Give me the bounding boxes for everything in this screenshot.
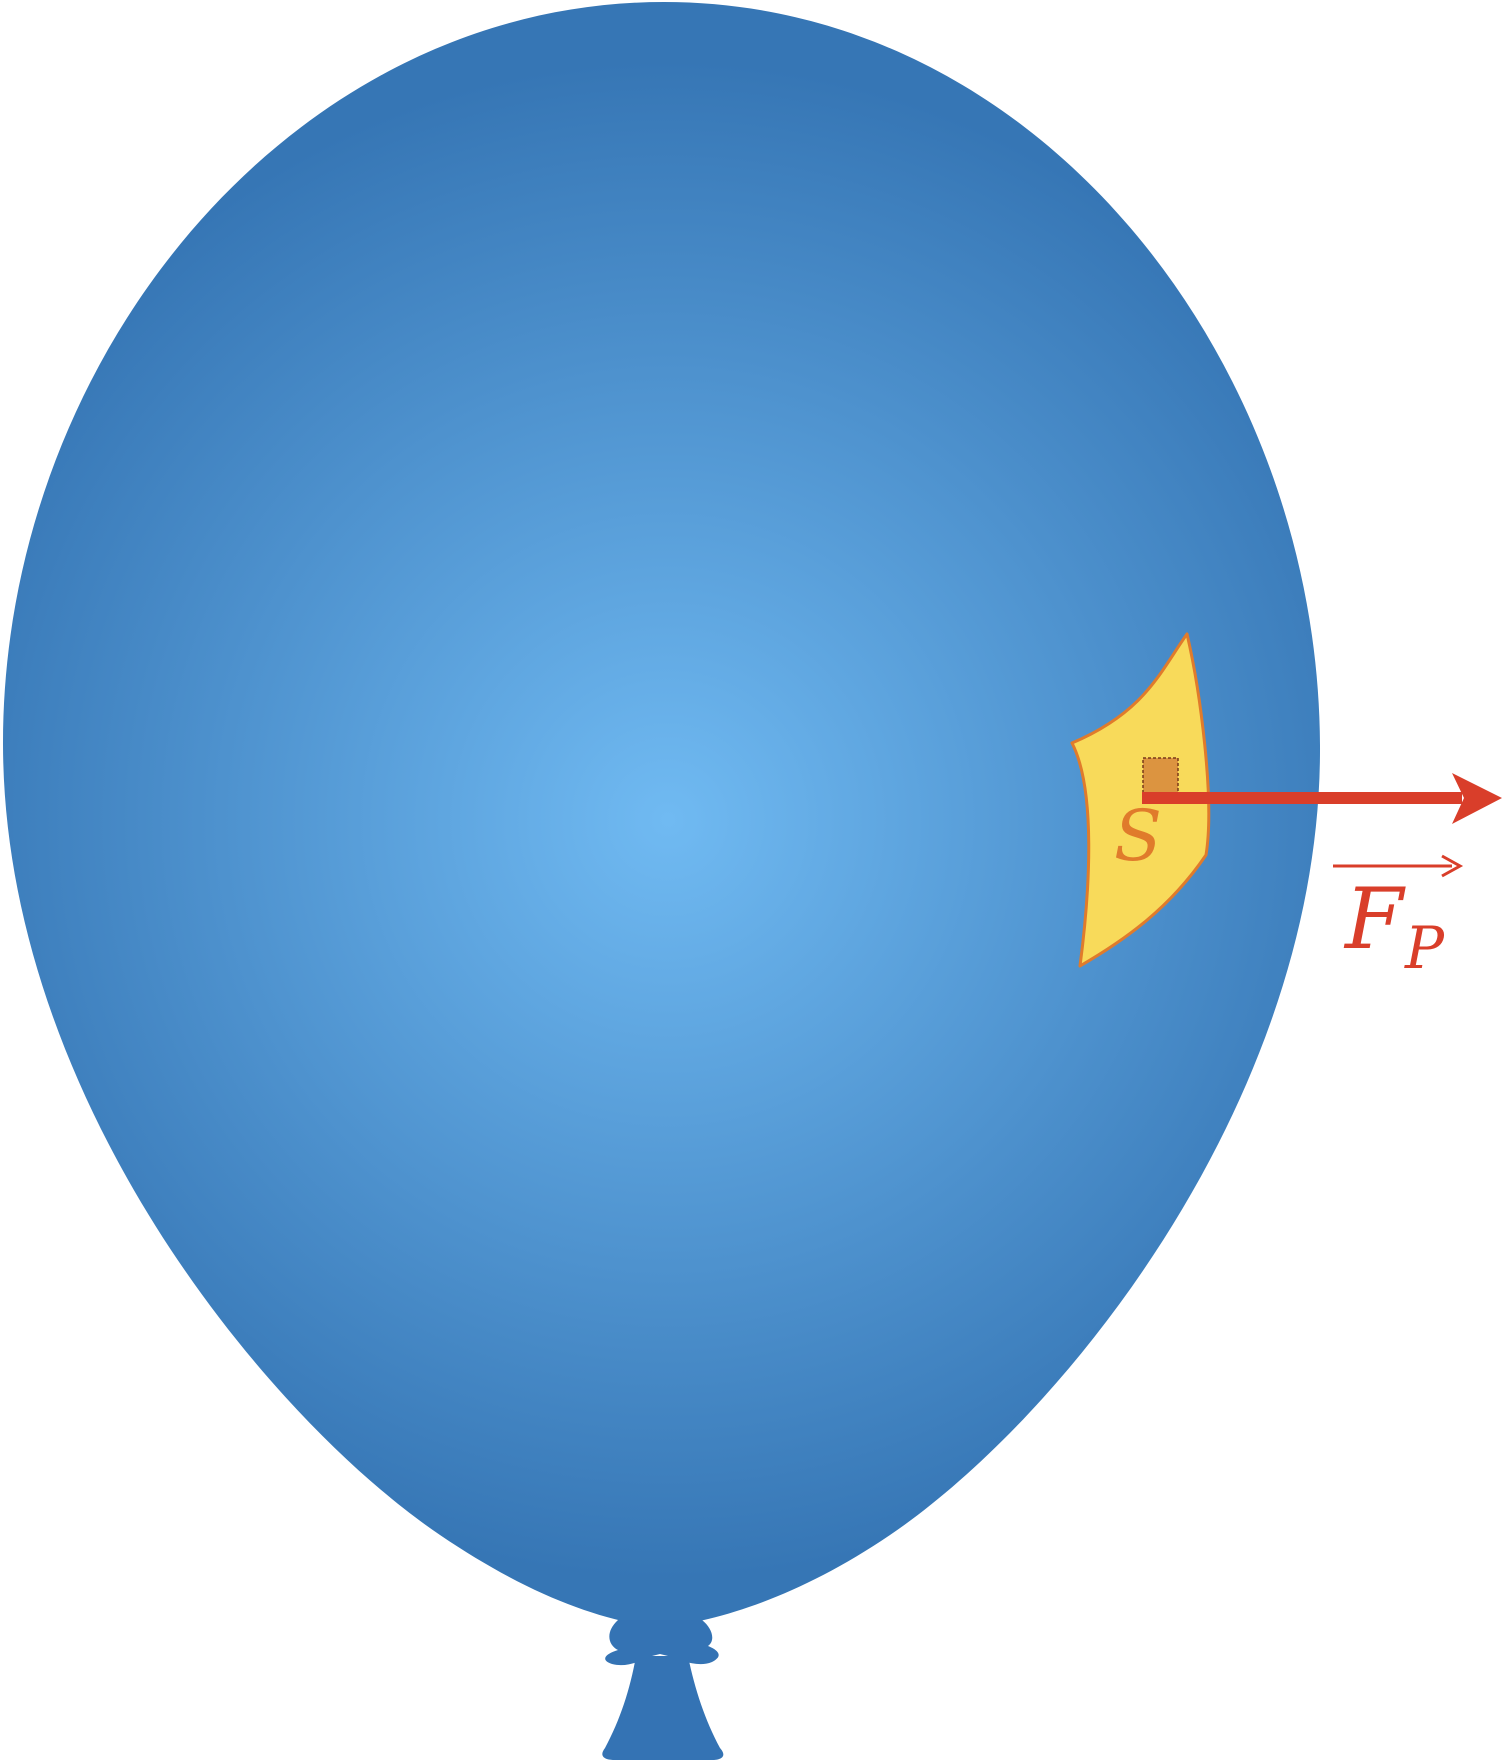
balloon-neck xyxy=(602,1656,724,1760)
force-arrow-head xyxy=(1452,773,1502,824)
balloon-body xyxy=(2,2,1321,1628)
vector-bar-head-icon xyxy=(1441,854,1464,878)
force-label: F xyxy=(1343,870,1406,968)
surface-patch xyxy=(1070,632,1211,968)
force-subscript: P xyxy=(1404,914,1445,982)
balloon-knot xyxy=(605,1620,719,1666)
surface-label: S xyxy=(1114,795,1162,877)
